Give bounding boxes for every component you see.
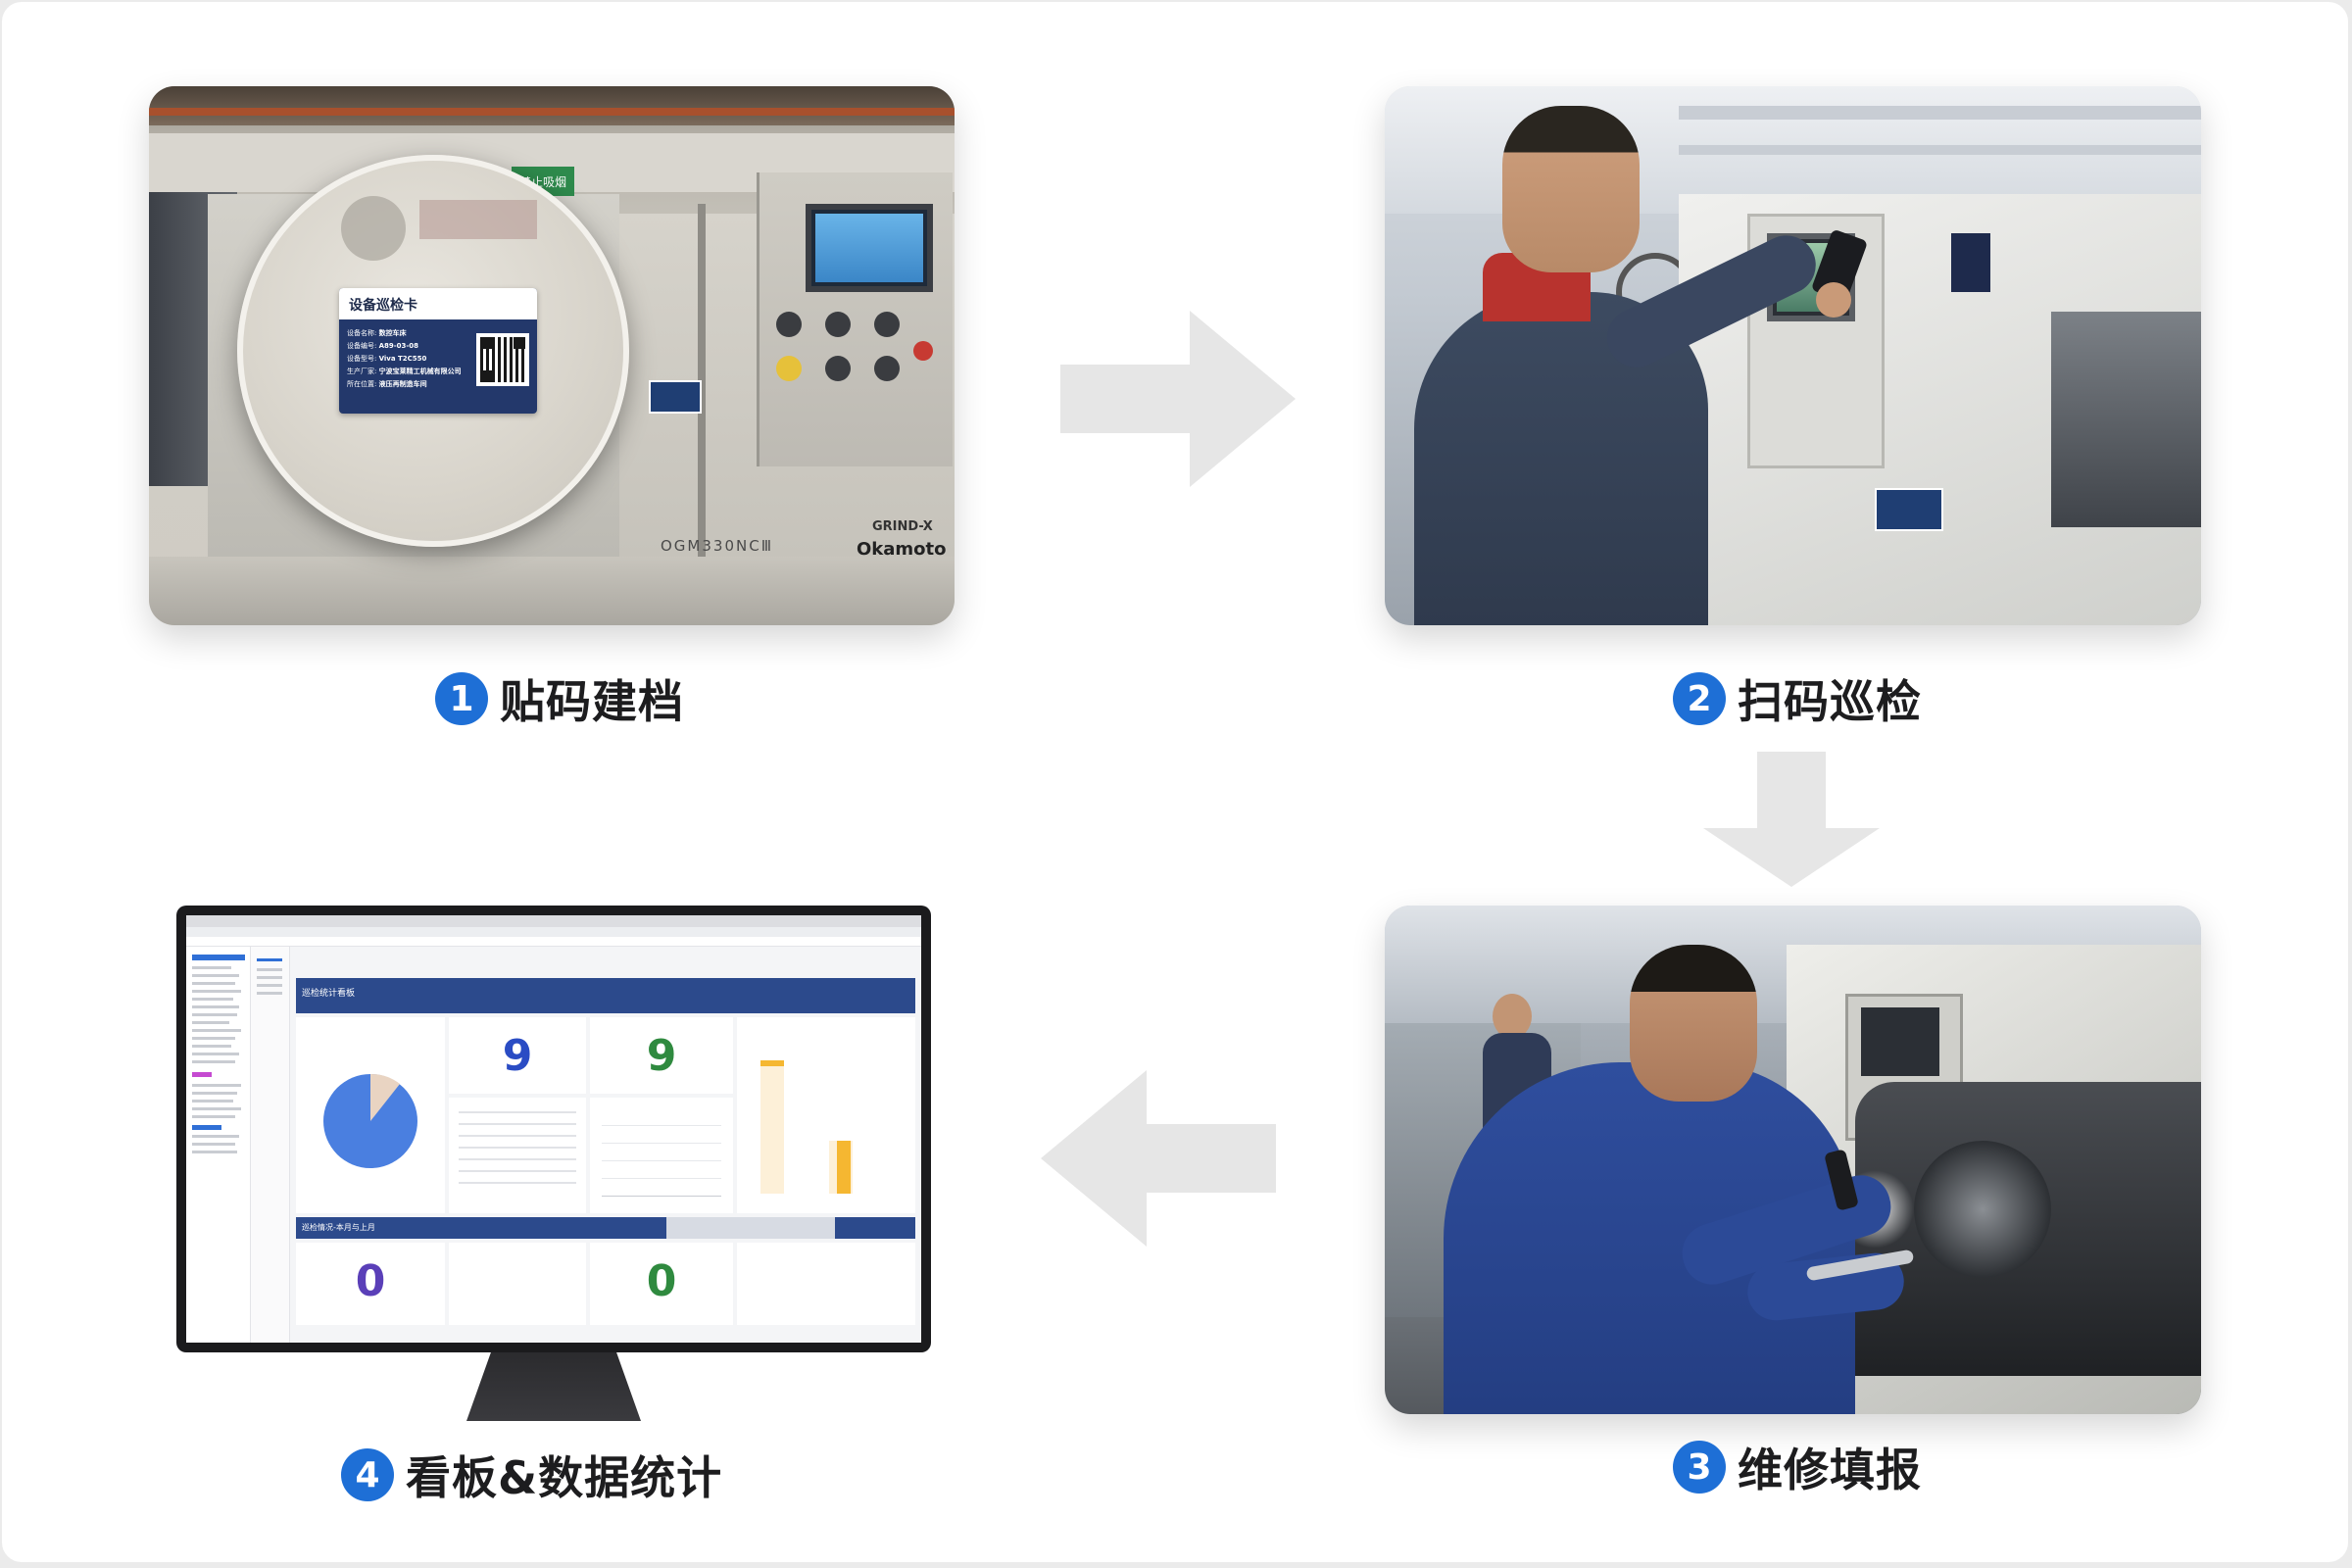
arrow-down-icon: [1703, 752, 1880, 887]
bar: [760, 1060, 784, 1066]
stat-card: [590, 1017, 733, 1094]
bar: [837, 1141, 851, 1194]
stat-card: [590, 1243, 733, 1325]
step-title: 扫码巡检: [1738, 675, 1922, 728]
step-number-badge: 1: [435, 672, 488, 725]
bar: [760, 1060, 784, 1194]
table-card: [449, 1098, 586, 1213]
step-number-badge: 3: [1673, 1441, 1726, 1494]
stat-number: 9: [646, 1031, 677, 1081]
arrow-right-icon: [1060, 311, 1296, 487]
stat-card: [737, 1243, 915, 1325]
monitor-stand: [466, 1352, 641, 1421]
card-title: 设备巡检卡: [349, 298, 417, 314]
stat-number: 9: [502, 1031, 533, 1081]
inspection-card: 设备巡检卡 设备名称: 数控车床 设备编号: A89-03-08 设备型号: V…: [339, 288, 537, 414]
stat-card: [449, 1243, 586, 1325]
step-title: 看板&数据统计: [406, 1451, 723, 1504]
photo-qr-tagging: 禁止吸烟 OGM330NCⅢ GRIND-X Okamoto 设备巡检卡 设备名…: [149, 86, 955, 625]
card-row: 生产厂家: 宁波宝莱精工机械有限公司: [347, 368, 462, 375]
machine-brand-top: GRIND-X: [872, 519, 933, 534]
step-1-label: 1 贴码建档: [435, 666, 684, 731]
machine-brand: Okamoto: [857, 539, 947, 560]
step-3-label: 3 维修填报: [1673, 1435, 1922, 1499]
stat-card: [296, 1243, 445, 1325]
dashboard-screen: 巡检统计看板 9 9: [186, 915, 921, 1343]
monitor-dashboard: 巡检统计看板 9 9: [176, 906, 931, 1421]
qr-code-icon: [476, 333, 529, 386]
step-title: 维修填报: [1738, 1444, 1922, 1496]
photo-scan-inspection: [1385, 86, 2201, 625]
card-row: 所在位置: 液压再制造车间: [347, 380, 427, 388]
step-number-badge: 2: [1673, 672, 1726, 725]
photo-repair-report: [1385, 906, 2201, 1414]
card-row: 设备型号: Viva T2C550: [347, 355, 427, 363]
arrow-left-icon: [1041, 1070, 1276, 1247]
magnifier-circle: 设备巡检卡 设备名称: 数控车床 设备编号: A89-03-08 设备型号: V…: [237, 155, 629, 547]
monitor-frame: 巡检统计看板 9 9: [176, 906, 931, 1352]
line-chart-card: [590, 1098, 733, 1213]
dashboard-header: 巡检统计看板: [296, 978, 915, 1013]
step-number-badge: 4: [341, 1448, 394, 1501]
card-row: 设备名称: 数控车床: [347, 329, 407, 337]
pie-chart: [323, 1073, 417, 1168]
card-row: 设备编号: A89-03-08: [347, 342, 419, 350]
step-4-label: 4 看板&数据统计: [341, 1443, 722, 1507]
machine-model-text: OGM330NCⅢ: [661, 537, 774, 555]
stat-card: [449, 1017, 586, 1094]
stat-number: 0: [355, 1256, 386, 1306]
step-2-label: 2 扫码巡检: [1673, 666, 1922, 731]
stat-number: 0: [646, 1256, 677, 1306]
step-title: 贴码建档: [500, 675, 684, 728]
